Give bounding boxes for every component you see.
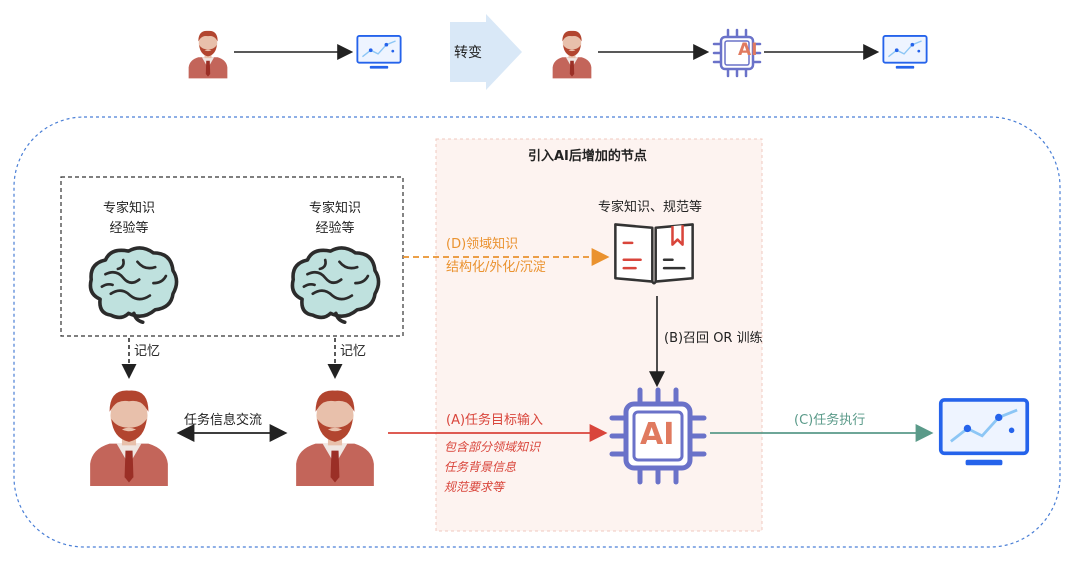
top-before-flow: [188, 30, 402, 79]
memory-label-left: 记忆: [134, 344, 161, 359]
brain-icon: [88, 246, 179, 324]
edge-C-label: (C)任务执行: [794, 413, 866, 428]
ai-region-title: 引入AI后增加的节点: [528, 149, 647, 164]
memory-label-right: 记忆: [340, 344, 367, 359]
monitor-icon: [356, 35, 402, 70]
book-label: 专家知识、规范等: [598, 200, 703, 215]
expert-right-line2: 经验等: [315, 221, 355, 236]
edge-D-label-line2: 结构化/外化/沉淀: [446, 260, 546, 275]
edge-A-note-1: 包含部分领域知识: [444, 440, 541, 454]
person-icon: [188, 30, 228, 79]
transform-arrow: [450, 14, 522, 90]
exchange-label: 任务信息交流: [184, 413, 263, 428]
edge-B-label: (B)召回 OR 训练: [664, 331, 763, 346]
person-icon: [552, 30, 592, 79]
chip-text-top: AI: [738, 40, 758, 60]
person-icon: [90, 390, 168, 486]
expert-left-line2: 经验等: [109, 221, 149, 236]
edge-A-note-2: 任务背景信息: [444, 460, 517, 474]
outer-region: [13, 116, 1061, 548]
edge-D-label-line1: (D)领域知识: [446, 237, 519, 252]
transform-label: 转变: [454, 45, 482, 61]
person-icon: [296, 390, 374, 486]
chip-text-main: AI: [640, 417, 675, 452]
ai-added-region: [435, 138, 763, 532]
monitor-icon: [938, 398, 1030, 468]
brain-icon: [290, 246, 381, 324]
edge-A-label: (A)任务目标输入: [446, 413, 544, 428]
expert-right-line1: 专家知识: [308, 201, 361, 216]
monitor-icon: [882, 35, 928, 70]
expert-left-line1: 专家知识: [102, 201, 155, 216]
top-after-flow: [552, 28, 928, 79]
edge-A-note-3: 规范要求等: [444, 480, 505, 494]
